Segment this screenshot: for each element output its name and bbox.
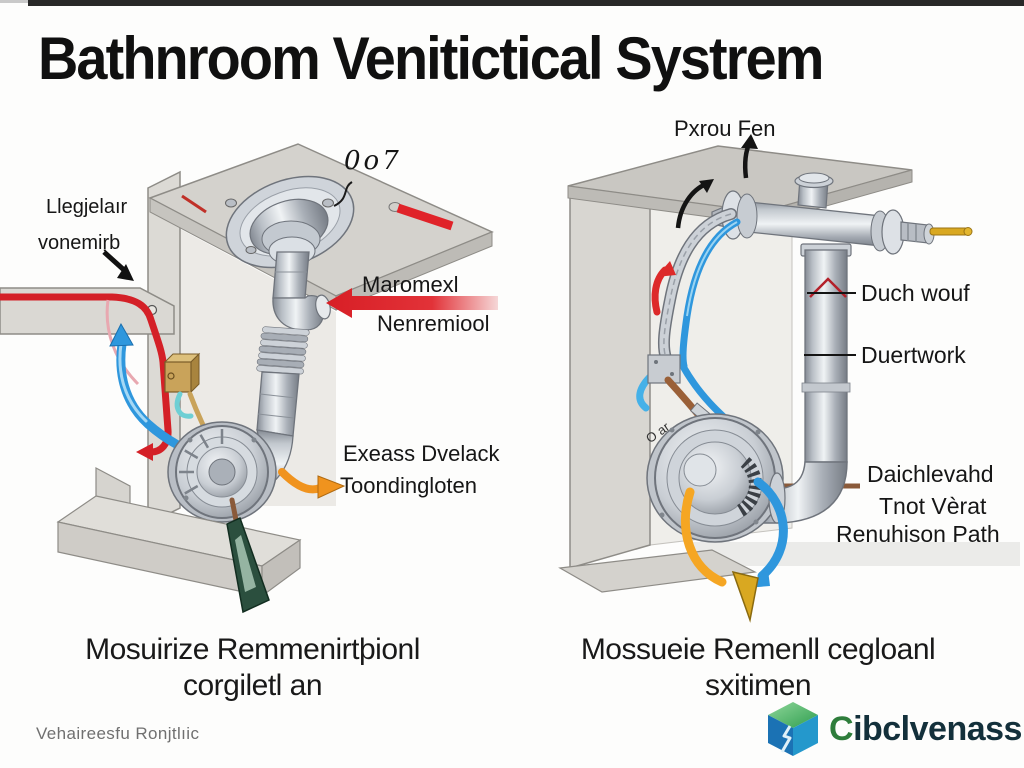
label-backdrop [690, 542, 1020, 566]
blower-screw [753, 519, 759, 525]
flange-screw [245, 246, 257, 254]
inline-fan [167, 421, 277, 523]
green-airflow-arrow [226, 516, 270, 614]
label-intake-line2: vonemiŗb [38, 232, 121, 254]
right-caption-line2: sxitimen [704, 669, 812, 702]
left-caption-line2: corgiletl an [182, 669, 323, 702]
ceiling-red-line [181, 194, 207, 214]
brand-logo: Cibclvenass [766, 700, 1022, 758]
blower-fan [646, 413, 784, 543]
vertical-duct [800, 243, 852, 463]
right-caption-line1: Mossueie Remenll cegloanl [580, 633, 936, 666]
blower-screw [755, 429, 761, 435]
top-border-strip-light [0, 0, 28, 3]
yellow-probe-rod [929, 227, 973, 236]
footer-note: Vehaireesfu Ronjtlıic [36, 724, 200, 743]
label-ceiling-note: 0o7 [344, 146, 402, 176]
label-exhaust-line2: Toondingloten [340, 473, 478, 498]
flex-conduit [657, 208, 737, 364]
cabinet-side [569, 172, 651, 569]
fan-screw [187, 437, 193, 443]
duct-outlet-cap [315, 294, 331, 320]
cabinet-base [558, 549, 757, 593]
right-caption: Mossueie Remenll cegloanl sxitimen [548, 632, 968, 704]
left-diagram [0, 143, 498, 614]
junction-box [163, 352, 201, 394]
black-curved-arrow [675, 179, 714, 229]
ceiling-note-leader [333, 181, 353, 207]
label-duct-upper: Duch wouf [861, 280, 970, 306]
brand-text: Cibclvenass [829, 710, 1022, 749]
fan-screw [251, 437, 257, 443]
mounting-bracket [647, 354, 681, 384]
flange-screw [322, 198, 334, 208]
ceiling-red-bar [396, 203, 454, 231]
label-duct-lower: Duertwork [861, 342, 966, 368]
red-up-arrow [651, 261, 676, 316]
brand-rest: ibclvenass [853, 709, 1022, 748]
label-duct-line2: Nenremiool [377, 311, 490, 336]
label-vent-line3: Renuhison Path [836, 521, 1000, 547]
corrugated-duct [256, 326, 310, 375]
teal-wire [174, 391, 194, 419]
intake-label-arrow [102, 250, 134, 281]
fan-screw [183, 495, 189, 501]
top-border-strip [28, 0, 1024, 6]
label-vent-line2: Tnot Vèrat [879, 493, 987, 519]
label-duct-line1: Maromexl [362, 272, 459, 297]
roof-exit-arrow [741, 134, 758, 179]
blower-grille [734, 457, 762, 518]
left-caption-line1: Mosuirize Remmenirtþionl [85, 633, 420, 666]
duct-chevron-mark [809, 277, 847, 298]
red-label-arrow [326, 288, 498, 318]
label-vent-line1: Daichlevahd [867, 461, 994, 487]
orange-loop-arrow [680, 487, 727, 587]
label-fan-top: Pxrou Fen [674, 116, 776, 141]
fan-spokes [179, 429, 224, 495]
brand-first-letter: C [829, 709, 854, 748]
orange-airflow-arrow [278, 468, 346, 499]
red-supply-pipe [0, 293, 172, 461]
gold-down-arrow [731, 570, 759, 623]
label-intake-line1: Llegjelaır [46, 196, 128, 218]
label-exhaust-line1: Exeass Dvelack [343, 441, 500, 466]
right-diagram [558, 134, 1020, 623]
blower-screw [659, 512, 665, 518]
flange-screw [225, 198, 237, 208]
blower-hub [683, 453, 717, 487]
blower-screw [669, 427, 675, 433]
left-caption: Mosuirize Remmenirtþionl corgiletl an [30, 632, 475, 704]
page-title: Bathnroom Venitictical Systrem [38, 25, 824, 92]
cube-logo-icon [768, 702, 818, 756]
